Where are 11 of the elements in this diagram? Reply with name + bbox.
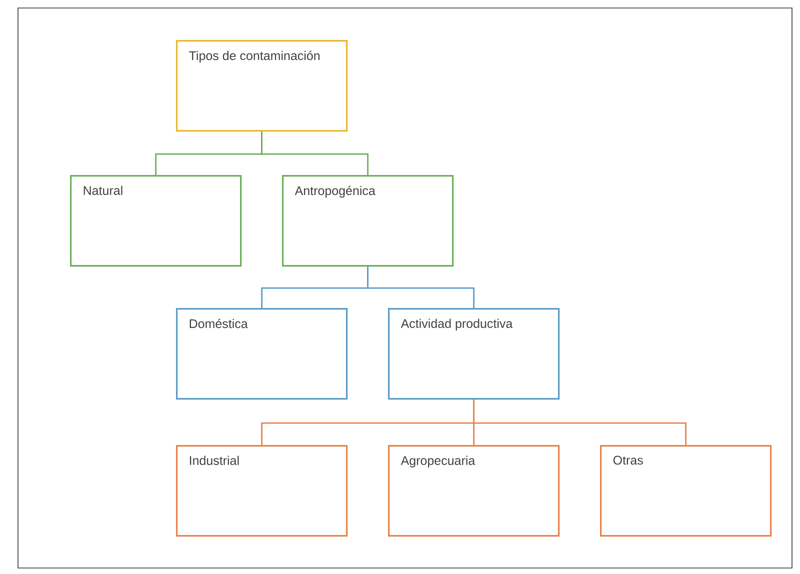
category-box: Actividad productiva <box>388 308 560 400</box>
connector <box>261 132 368 175</box>
category-box: Doméstica <box>176 308 348 400</box>
category-box: Antropogénica <box>282 175 454 267</box>
category-box: Tipos de contaminación <box>176 40 348 132</box>
connector <box>367 266 474 308</box>
category-box: Agropecuaria <box>388 445 560 537</box>
connector <box>473 400 686 445</box>
category-box: Industrial <box>176 445 348 537</box>
category-box: Natural <box>70 175 242 267</box>
category-box: Otras <box>600 445 772 537</box>
